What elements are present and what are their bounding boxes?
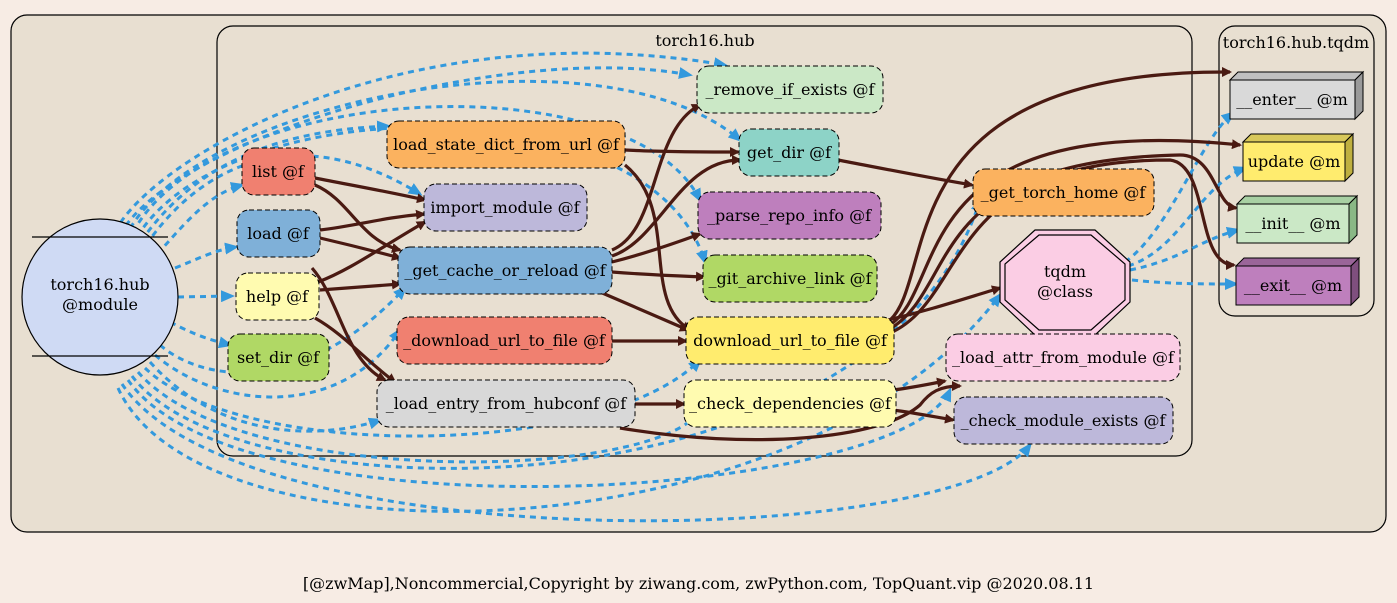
svg-text:load @f: load @f xyxy=(247,224,310,243)
svg-text:_get_cache_or_reload @f: _get_cache_or_reload @f xyxy=(404,261,606,280)
edge-ref xyxy=(169,320,233,349)
edge-ref xyxy=(174,242,239,270)
copyright-footer: [@zwMap],Noncommercial,Copyright by ziwa… xyxy=(302,574,1095,593)
edge-ref xyxy=(1131,277,1239,290)
svg-text:_check_dependencies @f: _check_dependencies @f xyxy=(689,394,892,413)
edge-ref xyxy=(113,51,728,233)
cluster-label-tqdm: torch16.hub.tqdm xyxy=(1223,33,1369,52)
cluster-torch16-hub-tqdm xyxy=(1218,25,1375,317)
svg-text:_get_torch_home @f: _get_torch_home @f xyxy=(981,183,1147,202)
edge-ref xyxy=(120,383,1032,523)
edge-call xyxy=(624,146,740,157)
edge-call xyxy=(611,232,702,264)
edge-call xyxy=(310,266,387,382)
edge-call xyxy=(892,408,955,424)
edge-call xyxy=(317,220,427,284)
node-tqdm-class[interactable]: tqdm @class xyxy=(999,229,1131,336)
edge-call xyxy=(611,270,706,282)
edge-call xyxy=(892,377,947,392)
module-name: torch16.hub xyxy=(50,275,149,294)
edge-ref xyxy=(177,290,235,303)
edge-call xyxy=(319,279,402,292)
svg-text:list @f: list @f xyxy=(252,162,305,181)
edge-ref xyxy=(154,327,402,399)
svg-text:__init__ @m: __init__ @m xyxy=(1245,214,1340,233)
svg-text:_parse_repo_info @f: _parse_repo_info @f xyxy=(707,206,872,225)
edge-ref xyxy=(143,357,703,438)
edge-ref xyxy=(136,371,702,464)
node-list[interactable]: list @f xyxy=(241,147,316,196)
node-parse-repo-info[interactable]: _parse_repo_info @f xyxy=(697,191,882,240)
cluster-torch16-hub xyxy=(216,25,1193,457)
svg-text:tqdm: tqdm xyxy=(1044,262,1086,281)
svg-text:_load_attr_from_module @f: _load_attr_from_module @f xyxy=(952,348,1175,367)
edge-call xyxy=(623,163,692,332)
node-get-torch-home[interactable]: _get_torch_home @f xyxy=(972,168,1155,217)
svg-text:__enter__ @m: __enter__ @m xyxy=(1236,90,1348,109)
edge-ref xyxy=(118,66,693,236)
node-update-method[interactable]: update @m xyxy=(1241,132,1355,183)
edge-ref xyxy=(123,79,743,239)
svg-text:_load_entry_from_hubconf @f: _load_entry_from_hubconf @f xyxy=(386,394,628,413)
edge-call xyxy=(611,155,742,258)
edge-call xyxy=(887,138,1242,328)
node-download-url-to-file[interactable]: download_url_to_file @f xyxy=(685,316,895,365)
svg-text:_git_archive_link @f: _git_archive_link @f xyxy=(708,269,872,288)
node-remove-if-exists[interactable]: _remove_if_exists @f xyxy=(696,65,884,114)
edge-call xyxy=(611,103,702,252)
node-load[interactable]: load @f xyxy=(236,209,321,258)
svg-text:update @m: update @m xyxy=(1248,152,1340,171)
edge-call xyxy=(314,176,427,204)
cluster-label-hub: torch16.hub xyxy=(655,31,754,50)
node-help[interactable]: help @f xyxy=(235,272,320,321)
edge-ref xyxy=(1124,111,1236,264)
svg-text:load_state_dict_from_url @f: load_state_dict_from_url @f xyxy=(393,135,620,154)
svg-text:get_dir @f: get_dir @f xyxy=(747,143,832,162)
node-enter-method[interactable]: __enter__ @m xyxy=(1228,70,1365,121)
svg-text:help @f: help @f xyxy=(246,287,309,306)
node-init-method[interactable]: __init__ @m xyxy=(1235,194,1359,245)
node-load-attr-from-module[interactable]: _load_attr_from_module @f xyxy=(945,333,1181,382)
node-get-cache-or-reload[interactable]: _get_cache_or_reload @f xyxy=(397,246,613,295)
edge-ref xyxy=(1129,227,1241,272)
edge-call xyxy=(319,236,402,261)
node-check-dependencies[interactable]: _check_dependencies @f xyxy=(683,379,897,428)
node-download-url-to-file-private[interactable]: _download_url_to_file @f xyxy=(396,316,613,365)
edge-ref xyxy=(1127,166,1248,268)
svg-text:import_module @f: import_module @f xyxy=(430,198,580,217)
edge-call xyxy=(599,290,690,332)
call-edges xyxy=(310,66,1242,442)
svg-text:_check_module_exists @f: _check_module_exists @f xyxy=(961,411,1167,430)
node-check-module-exists[interactable]: _check_module_exists @f xyxy=(953,396,1174,445)
svg-text:@class: @class xyxy=(1037,282,1093,301)
svg-text:__exit__ @m: __exit__ @m xyxy=(1244,276,1342,295)
svg-text:_download_url_to_file @f: _download_url_to_file @f xyxy=(403,331,606,350)
svg-text:download_url_to_file @f: download_url_to_file @f xyxy=(693,331,888,350)
node-exit-method[interactable]: __exit__ @m xyxy=(1234,256,1361,307)
node-load-entry-from-hubconf[interactable]: _load_entry_from_hubconf @f xyxy=(376,379,636,428)
edge-ref xyxy=(148,360,383,433)
node-git-archive-link[interactable]: _git_archive_link @f xyxy=(702,254,878,303)
module-node-torch16-hub[interactable]: torch16.hub @module xyxy=(21,218,179,376)
module-type: @module xyxy=(62,295,138,314)
edge-call xyxy=(314,316,397,384)
node-get-dir[interactable]: get_dir @f xyxy=(738,128,840,177)
edge-call xyxy=(887,158,1236,336)
svg-text:set_dir @f: set_dir @f xyxy=(237,348,320,367)
reference-edges xyxy=(113,51,1248,523)
edge-ref xyxy=(126,379,952,489)
edge-call xyxy=(837,158,974,189)
edge-ref xyxy=(130,197,983,470)
edge-call xyxy=(886,66,1232,324)
edge-call xyxy=(319,209,426,232)
node-import-module[interactable]: import_module @f xyxy=(423,183,588,232)
svg-text:_remove_if_exists @f: _remove_if_exists @f xyxy=(706,80,876,99)
node-load-state-dict-from-url[interactable]: load_state_dict_from_url @f xyxy=(386,120,626,169)
node-set-dir[interactable]: set_dir @f xyxy=(227,333,330,382)
